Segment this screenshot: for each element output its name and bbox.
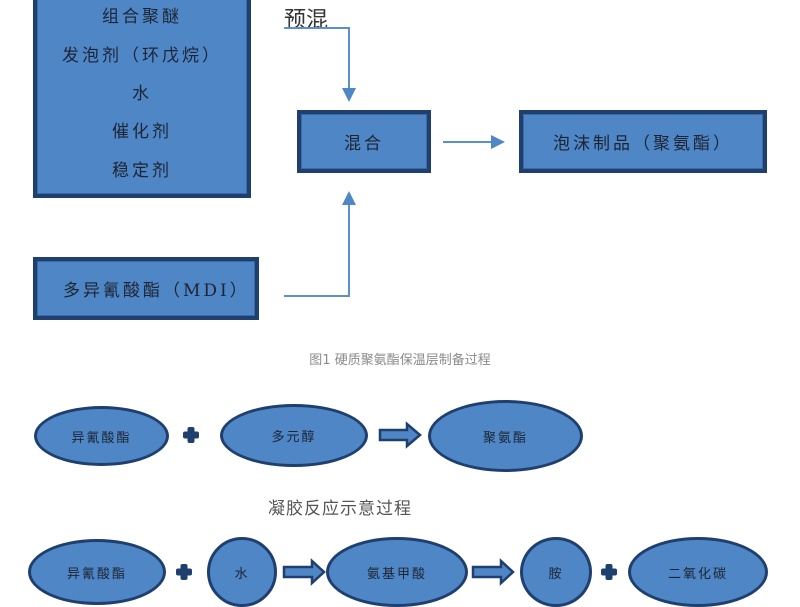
node-label: 水 (234, 566, 250, 582)
node-label: 胺 (548, 566, 564, 582)
mix-to-product-arrowhead (491, 135, 505, 149)
blowing-agent-item: 发泡剂（环戊烷） (62, 45, 222, 66)
product-box: 泡沫制品（聚氨酯） (519, 110, 767, 173)
water-item: 水 (132, 83, 152, 104)
catalyst-item: 催化剂 (112, 122, 172, 143)
node-label: 异氰酸酯 (66, 566, 127, 582)
stabilizer-item: 稳定剂 (112, 160, 172, 181)
reaction-title: 凝胶反应示意过程 (268, 499, 412, 519)
node-label: 二氧化碳 (667, 566, 728, 582)
premix-connector (284, 27, 350, 92)
isocyanate-node: 异氰酸酯 (34, 406, 169, 466)
double-arrow-icon (282, 558, 326, 586)
mdi-label: 多异氰酸酯（MDI） (63, 281, 250, 301)
polyurethane-node: 聚氨酯 (428, 400, 583, 472)
polyol-node: 多元醇 (220, 404, 368, 467)
node-label: 异氰酸酯 (71, 430, 132, 446)
premix-arrowhead (342, 88, 356, 102)
double-arrow-icon (378, 421, 422, 449)
node-label: 多元醇 (271, 430, 317, 445)
node-label: 聚氨酯 (482, 430, 528, 446)
polyol-item: 组合聚醚 (102, 7, 182, 28)
mix-box: 混合 (297, 110, 431, 173)
carbamic-acid-node: 氨基甲酸 (326, 537, 468, 607)
premix-label: 预混 (284, 8, 329, 33)
amine-node: 胺 (520, 537, 592, 607)
carbon-dioxide-node: 二氧化碳 (628, 537, 768, 607)
mdi-box: 多异氰酸酯（MDI） (33, 257, 259, 320)
isocyanate-node: 异氰酸酯 (28, 539, 166, 605)
figure-caption: 图1 硬质聚氨酯保温层制备过程 (309, 353, 491, 368)
plus-icon (176, 564, 192, 580)
plus-icon (601, 564, 617, 580)
double-arrow-icon (471, 558, 515, 586)
mix-label: 混合 (344, 134, 384, 154)
mdi-arrowhead (342, 191, 356, 205)
polyol-component-box: 组合聚醚 发泡剂（环戊烷） 水 催化剂 稳定剂 (33, 0, 251, 198)
node-label: 氨基甲酸 (366, 566, 427, 582)
product-label: 泡沫制品（聚氨酯） (553, 134, 733, 154)
plus-icon (183, 427, 199, 443)
water-node: 水 (207, 537, 277, 607)
mdi-connector (284, 205, 350, 297)
